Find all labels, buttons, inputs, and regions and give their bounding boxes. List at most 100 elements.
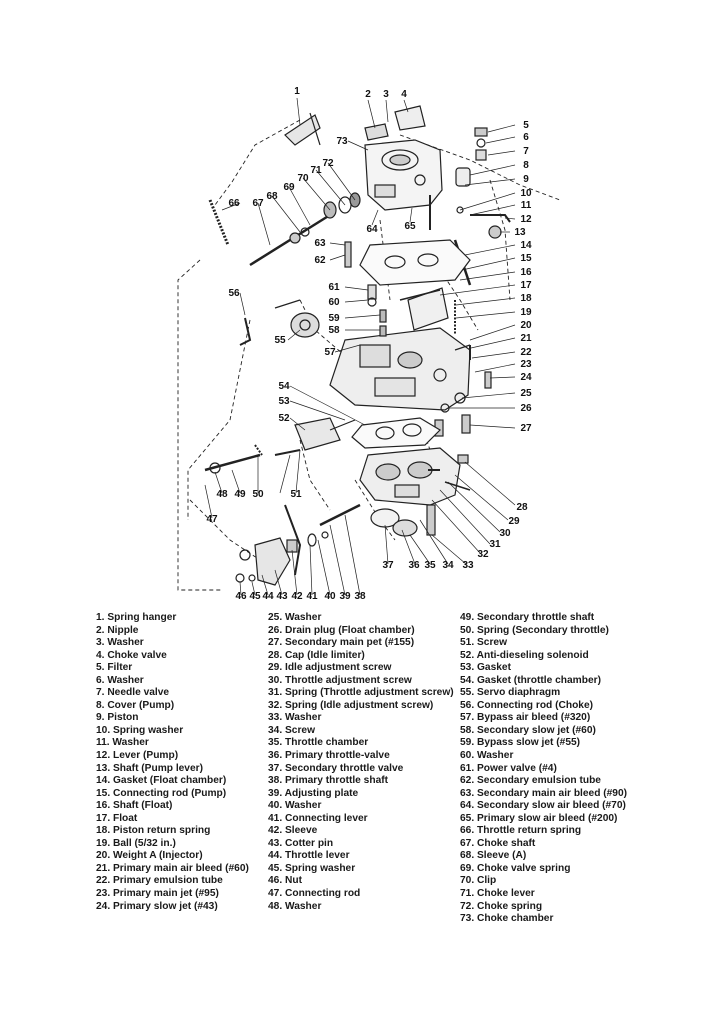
leader-lines [204,97,516,596]
callout-61: 61 [328,282,340,293]
callout-46: 46 [235,591,247,600]
legend-item: 43. Cotter pin [268,837,334,849]
legend-item: 67. Choke shaft [460,837,536,849]
callout-3: 3 [383,89,389,100]
legend-item: 25. Washer [268,612,322,623]
callout-24: 24 [520,372,532,383]
legend-item: 58. Secondary slow jet (#60) [460,724,596,736]
callout-37: 37 [382,560,394,571]
legend-item: 15. Connecting rod (Pump) [96,787,227,799]
legend-item: 2. Nipple [96,624,139,636]
callout-12: 12 [520,214,532,225]
legend-item: 40. Washer [268,800,322,812]
callout-27: 27 [520,423,532,434]
legend-item: 30. Throttle adjustment screw [268,674,412,686]
legend-item: 64. Secondary slow air bleed (#70) [460,800,626,812]
callout-22: 22 [520,347,532,358]
legend-item: 23. Primary main jet (#95) [96,888,219,900]
callout-9: 9 [523,174,529,185]
callout-52: 52 [278,413,290,424]
legend-item: 65. Primary slow air bleed (#200) [460,812,618,824]
callout-56: 56 [228,288,240,299]
legend-item: 18. Piston return spring [96,825,211,837]
callout-40: 40 [324,591,336,600]
callout-16: 16 [520,267,532,278]
callout-54: 54 [278,381,290,392]
right-small-parts [429,127,511,286]
legend-item: 28. Cap (Idle limiter) [268,649,365,661]
choke-chamber [364,105,443,211]
callout-31: 31 [489,539,501,550]
callout-51: 51 [290,489,302,500]
legend-item: 72. Choke spring [460,900,543,912]
callout-33: 33 [462,560,474,571]
callout-64: 64 [366,224,378,235]
callout-1: 1 [294,86,300,97]
diagram-svg: 1234567891011121314151617181920212223242… [177,86,561,600]
legend-item: 26. Drain plug (Float chamber) [268,624,415,636]
callout-26: 26 [520,403,532,414]
callout-55: 55 [274,335,286,346]
callout-30: 30 [499,528,511,539]
callout-36: 36 [408,560,420,571]
legend-item: 14. Gasket (Float chamber) [96,775,227,787]
legend-item: 3. Washer [96,637,144,649]
legend-item: 71. Choke lever [460,888,535,900]
callout-60: 60 [328,297,340,308]
callout-34: 34 [442,560,454,571]
legend-item: 39. Adjusting plate [268,787,359,799]
legend-item: 63. Secondary main air bleed (#90) [460,787,628,799]
callout-63: 63 [314,238,326,249]
legend-item: 8. Cover (Pump) [96,699,175,711]
legend-item: 9. Piston [96,712,139,724]
callout-14: 14 [520,240,532,251]
legend-item: 10. Spring washer [96,724,184,736]
diagram-parts [177,105,561,591]
callout-67: 67 [252,198,264,209]
callout-35: 35 [424,560,436,571]
legend-item: 11. Washer [96,737,149,749]
legend-item: 34. Screw [268,724,316,736]
legend-item: 52. Anti-dieseling solenoid [460,649,589,661]
legend-item: 21. Primary main air bleed (#60) [96,862,249,874]
legend-item: 68. Sleeve (A) [460,850,527,862]
callout-2: 2 [365,89,371,100]
callout-53: 53 [278,396,290,407]
legend-item: 19. Ball (5/32 in.) [96,837,176,849]
legend-item: 1. Spring hanger [96,612,177,623]
callout-68: 68 [266,191,278,202]
legend-item: 12. Lever (Pump) [96,750,179,762]
callout-73: 73 [336,136,348,147]
legend-item: 38. Primary throttle shaft [268,775,389,787]
legend-item: 7. Needle valve [96,687,170,699]
legend-item: 32. Spring (Idle adjustment screw) [268,699,434,711]
legend-item: 53. Gasket [460,662,511,674]
legend-item: 13. Shaft (Pump lever) [96,762,203,774]
legend-item: 5. Filter [96,662,133,674]
legend-item: 37. Secondary throttle valve [268,762,404,774]
legend-item: 45. Spring washer [268,862,356,874]
callout-47: 47 [206,514,218,525]
legend-item: 42. Sleeve [268,825,318,837]
throttle-chamber [359,447,461,506]
callout-41: 41 [306,591,318,600]
legend-item: 44. Throttle lever [268,850,350,862]
callout-39: 39 [339,591,351,600]
legend-item: 22. Primary emulsion tube [96,875,223,887]
legend-item: 33. Washer [268,712,322,724]
float-chamber-body [329,327,471,411]
legend-item: 62. Secondary emulsion tube [460,775,601,787]
callout-50: 50 [252,489,264,500]
callout-57: 57 [324,347,336,358]
legend-item: 61. Power valve (#4) [460,762,557,774]
legend-item: 31. Spring (Throttle adjustment screw) [268,687,454,699]
legend-item: 36. Primary throttle-valve [268,750,390,762]
legend-item: 66. Throttle return spring [460,825,582,837]
legend-item: 49. Secondary throttle shaft [460,612,595,623]
callout-23: 23 [520,359,532,370]
callout-72: 72 [322,158,334,169]
legend-item: 20. Weight A (Injector) [96,850,203,862]
